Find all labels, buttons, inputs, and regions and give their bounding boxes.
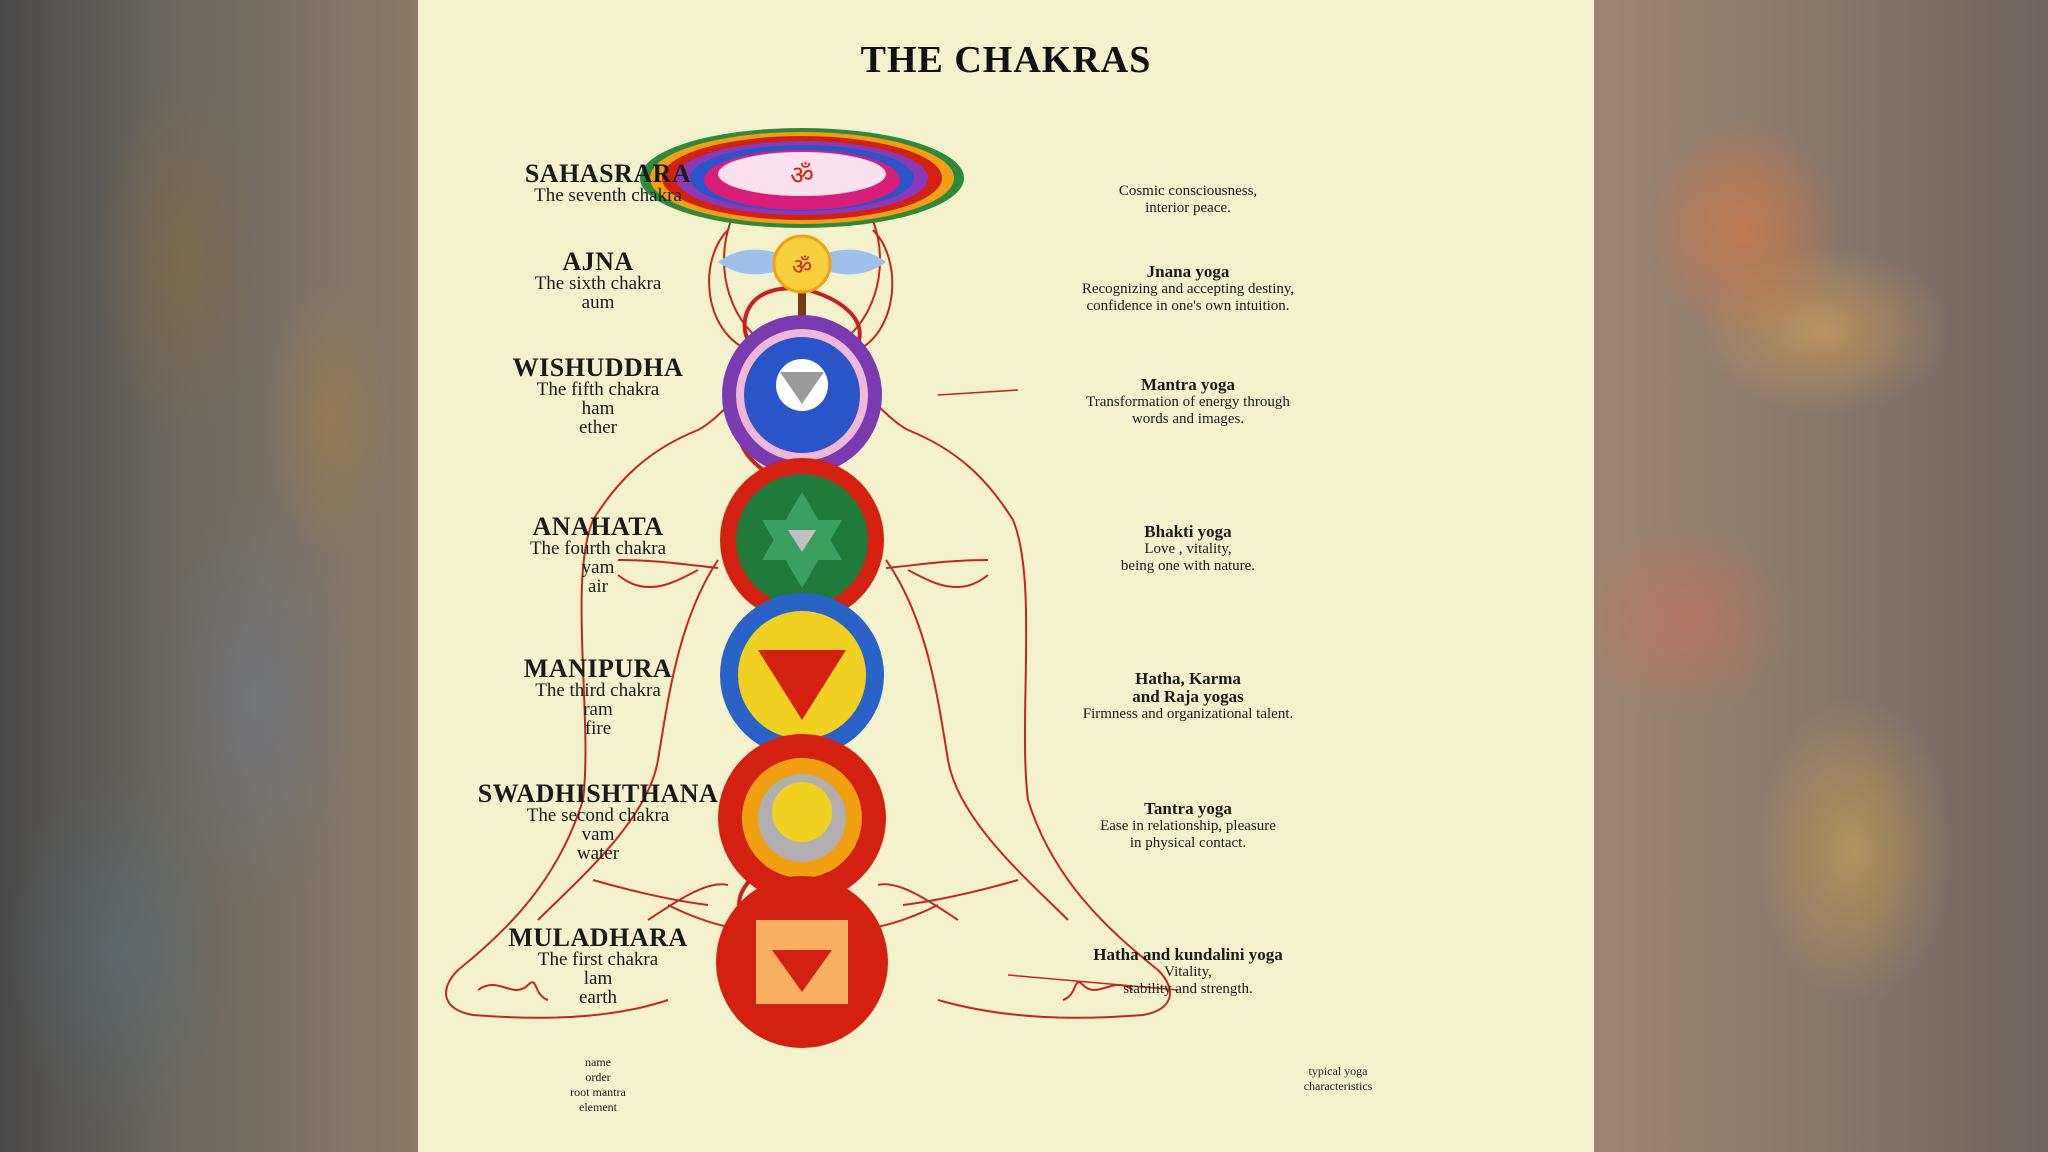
chakra-element: earth [579, 987, 617, 1008]
chakra-mantra: ram [583, 699, 613, 720]
characteristic-line: Recognizing and accepting destiny, [1081, 281, 1295, 297]
ajna-symbol: ॐ [718, 234, 886, 294]
chakra-element: air [587, 576, 609, 597]
chakra-desc-wishuddha: Mantra yoga Transformation of energy thr… [1018, 376, 1358, 428]
chakra-desc-swadhishthana: Tantra yoga Ease in relationship, pleasu… [1018, 800, 1358, 852]
characteristic-line: Ease in relationship, pleasure [1100, 818, 1276, 834]
muladhara-symbol [716, 876, 888, 1048]
characteristic-line: being one with nature. [1120, 558, 1256, 574]
chakra-label-ajna: AJNA The sixth chakra aum [468, 247, 728, 313]
characteristic-line: Transformation of energy through [1086, 394, 1290, 410]
characteristic-line: Love , vitality, [1144, 541, 1232, 557]
characteristic-line: in physical contact. [1129, 835, 1247, 851]
sahasrara-symbol: ॐ [640, 128, 964, 228]
wishuddha-symbol [722, 315, 882, 475]
chakra-desc-anahata: Bhakti yoga Love , vitality, being one w… [1018, 523, 1358, 575]
chakra-mantra: lam [583, 968, 613, 989]
chakra-mantra: ham [581, 398, 615, 419]
chakra-order: The fifth chakra [536, 379, 660, 400]
blurred-background-right [1594, 0, 2048, 1152]
swadhishthana-symbol [718, 734, 886, 902]
chakra-poster: ॐ ॐ [418, 0, 1594, 1152]
chakra-label-anahata: ANAHATA The fourth chakra yam air [458, 512, 738, 597]
blurred-background-left [0, 0, 418, 1152]
chakra-order: The sixth chakra [534, 273, 662, 294]
yoga-name: Tantra yoga [1144, 799, 1232, 818]
legend-item: characteristics [1303, 1079, 1373, 1093]
chakra-element: fire [584, 718, 612, 739]
chakra-name: AJNA [562, 247, 634, 276]
svg-text:ॐ: ॐ [792, 255, 812, 280]
chakra-order: The third chakra [535, 680, 661, 701]
yoga-name: and Raja yogas [1132, 687, 1244, 706]
chakra-name: MULADHARA [508, 923, 688, 952]
chakra-label-muladhara: MULADHARA The first chakra lam earth [448, 923, 748, 1008]
chakra-desc-manipura: Hatha, Karma and Raja yogas Firmness and… [1018, 670, 1358, 723]
legend-item: order [585, 1070, 611, 1084]
chakra-mantra: aum [581, 292, 615, 313]
characteristic-line: stability and strength. [1123, 981, 1253, 997]
legend-item: name [585, 1055, 611, 1069]
svg-text:ॐ: ॐ [790, 161, 814, 191]
chakra-order: The second chakra [526, 805, 670, 826]
chakra-label-wishuddha: WISHUDDHA The fifth chakra ham ether [458, 353, 738, 438]
characteristic-line: interior peace. [1145, 200, 1231, 216]
chakra-desc-muladhara: Hatha and kundalini yoga Vitality, stabi… [1018, 946, 1358, 998]
chakra-element: water [576, 843, 620, 864]
chakra-mantra: vam [581, 824, 615, 845]
characteristic-line: words and images. [1131, 411, 1245, 427]
legend-left: name order root mantra element [538, 1055, 658, 1115]
chakra-order: The first chakra [537, 949, 659, 970]
chakra-name: SWADHISHTHANA [477, 779, 719, 808]
yoga-name: Hatha and kundalini yoga [1093, 945, 1283, 964]
legend-item: typical yoga [1308, 1064, 1368, 1078]
characteristic-line: Firmness and organizational talent. [1082, 706, 1294, 722]
legend-right: typical yoga characteristics [1278, 1064, 1398, 1094]
chakra-order: The seventh chakra [534, 185, 682, 206]
chakra-name: WISHUDDHA [512, 353, 684, 382]
manipura-symbol [720, 593, 884, 757]
chakra-name: MANIPURA [523, 654, 673, 683]
characteristic-line: confidence in one's own intuition. [1086, 298, 1290, 314]
poster-title: THE CHAKRAS [860, 39, 1152, 81]
characteristic-line: Vitality, [1164, 964, 1212, 980]
chakra-element: ether [579, 417, 617, 438]
yoga-name: Mantra yoga [1141, 375, 1235, 394]
chakra-desc-ajna: Jnana yoga Recognizing and accepting des… [1018, 263, 1358, 315]
chakra-label-manipura: MANIPURA The third chakra ram fire [458, 654, 738, 739]
chakra-order: The fourth chakra [529, 538, 667, 559]
yoga-name: Jnana yoga [1146, 262, 1230, 281]
anahata-symbol [720, 458, 884, 622]
chakra-name: SAHASRARA [524, 159, 692, 188]
yoga-name: Bhakti yoga [1144, 522, 1232, 541]
chakra-label-swadhishthana: SWADHISHTHANA The second chakra vam wate… [438, 779, 758, 864]
legend-item: root mantra [570, 1085, 626, 1099]
chakra-mantra: yam [581, 557, 615, 578]
meditating-figure-illustration: ॐ ॐ [445, 128, 1179, 1048]
legend-item: element [579, 1100, 617, 1114]
chakra-name: ANAHATA [532, 512, 664, 541]
chakra-desc-sahasrara: Cosmic consciousness, interior peace. [1018, 183, 1358, 217]
connector-lines [937, 389, 1179, 991]
chakra-label-sahasrara: SAHASRARA The seventh chakra [478, 159, 738, 206]
yoga-name: Hatha, Karma [1135, 669, 1241, 688]
characteristic-line: Cosmic consciousness, [1118, 183, 1258, 199]
